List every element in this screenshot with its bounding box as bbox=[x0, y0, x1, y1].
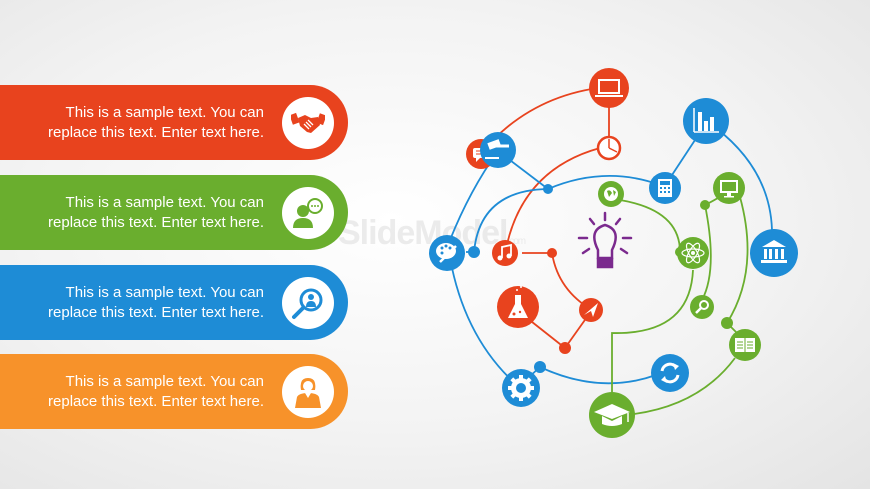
band-text-line2: replace this text. Enter text here. bbox=[48, 392, 264, 410]
band-text-line1: This is a sample text. You can bbox=[65, 103, 264, 121]
pie-chart-icon bbox=[596, 135, 622, 161]
watermark-text: SlideModel bbox=[338, 214, 508, 252]
band-text-line1: This is a sample text. You can bbox=[65, 372, 264, 390]
text-band-red: This is a sample text. You can replace t… bbox=[0, 85, 348, 160]
watermark-suffix: .com bbox=[507, 236, 526, 247]
calculator-icon bbox=[649, 172, 681, 204]
music-icon bbox=[492, 240, 518, 266]
businesswoman-icon bbox=[282, 365, 334, 418]
band-text: This is a sample text. You can replace t… bbox=[48, 193, 264, 233]
text-band-orange: This is a sample text. You can replace t… bbox=[0, 354, 348, 429]
atom-icon bbox=[677, 237, 709, 269]
laptop-icon bbox=[589, 68, 629, 108]
gavel-icon bbox=[480, 132, 516, 168]
band-text-line2: replace this text. Enter text here. bbox=[48, 123, 264, 141]
band-text-line1: This is a sample text. You can bbox=[65, 193, 264, 211]
search-icon bbox=[690, 295, 714, 319]
lightbulb-icon bbox=[577, 211, 633, 269]
graduation-cap-icon bbox=[589, 392, 635, 438]
handshake-icon bbox=[282, 96, 334, 149]
band-text-line2: replace this text. Enter text here. bbox=[48, 303, 264, 321]
band-text: This is a sample text. You can replace t… bbox=[48, 283, 264, 323]
bank-icon bbox=[750, 229, 798, 277]
band-text-line1: This is a sample text. You can bbox=[65, 283, 264, 301]
text-band-green: This is a sample text. You can replace t… bbox=[0, 175, 348, 250]
bar-chart-icon bbox=[683, 98, 729, 144]
book-icon bbox=[729, 329, 761, 361]
paper-plane-icon bbox=[579, 298, 603, 322]
globe-icon bbox=[598, 181, 624, 207]
band-text: This is a sample text. You can replace t… bbox=[48, 103, 264, 143]
speaking-person-icon bbox=[282, 186, 334, 239]
text-band-blue: This is a sample text. You can replace t… bbox=[0, 265, 348, 340]
band-text-line2: replace this text. Enter text here. bbox=[48, 213, 264, 231]
watermark: SlideModel.com bbox=[338, 214, 526, 253]
palette-icon bbox=[429, 235, 465, 271]
flask-icon bbox=[497, 286, 539, 328]
magnify-person-icon bbox=[282, 276, 334, 329]
band-text: This is a sample text. You can replace t… bbox=[48, 372, 264, 412]
gear-icon bbox=[502, 369, 540, 407]
monitor-icon bbox=[713, 172, 745, 204]
refresh-icon bbox=[651, 354, 689, 392]
